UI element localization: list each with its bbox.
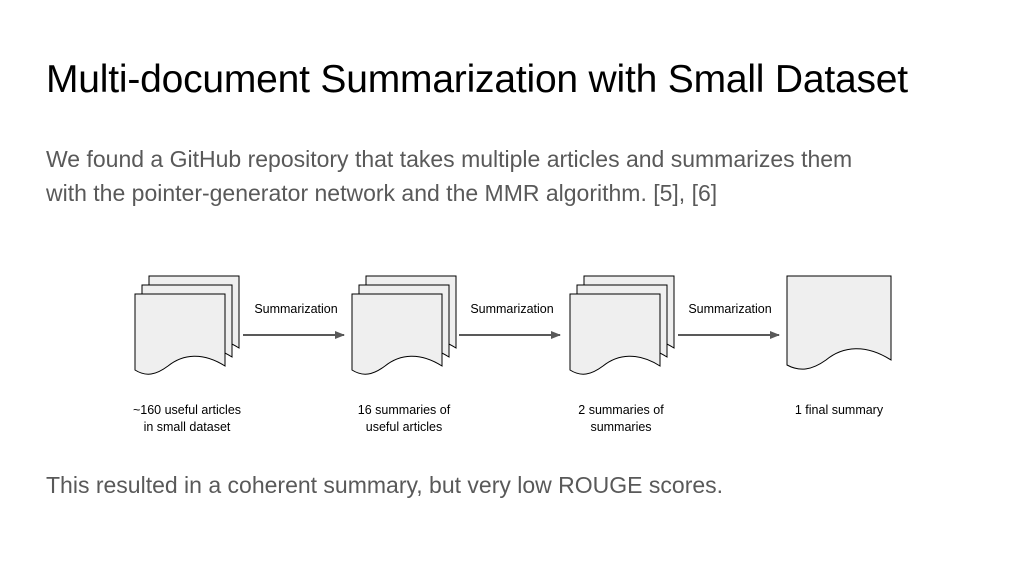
intro-paragraph: We found a GitHub repository that takes … [46,142,986,210]
slide-title: Multi-document Summarization with Small … [46,58,908,101]
arrow-2: Summarization [459,302,561,339]
result-paragraph: This resulted in a coherent summary, but… [46,472,724,498]
stage-final-summary [786,275,892,370]
arrow-1: Summarization [243,302,345,339]
intro-line-1: We found a GitHub repository that takes … [46,146,853,172]
stage-articles-stack [134,275,240,375]
stage-label-1-line-1: ~160 useful articles [133,403,241,417]
stage-summaries-stack [351,275,457,375]
stage-label-2-line-2: useful articles [366,420,442,434]
stage-label-1-line-2: in small dataset [144,420,231,434]
stage-summaries-of-summaries-stack [569,275,675,375]
stage-label-3-line-2: summaries [590,420,651,434]
stage-labels: ~160 useful articles in small dataset 16… [133,403,884,434]
intro-line-2: with the pointer-generator network and t… [46,180,718,206]
document-icon [134,293,226,375]
document-icon [786,275,892,370]
stage-label-4-line-1: 1 final summary [795,403,884,417]
stage-label-2-line-1: 16 summaries of [358,403,451,417]
arrow-3: Summarization [678,302,780,339]
document-icon [351,293,443,375]
arrow-label: Summarization [254,302,337,316]
document-icon [569,293,661,375]
stage-label-3-line-1: 2 summaries of [578,403,664,417]
arrow-label: Summarization [470,302,553,316]
arrow-label: Summarization [688,302,771,316]
